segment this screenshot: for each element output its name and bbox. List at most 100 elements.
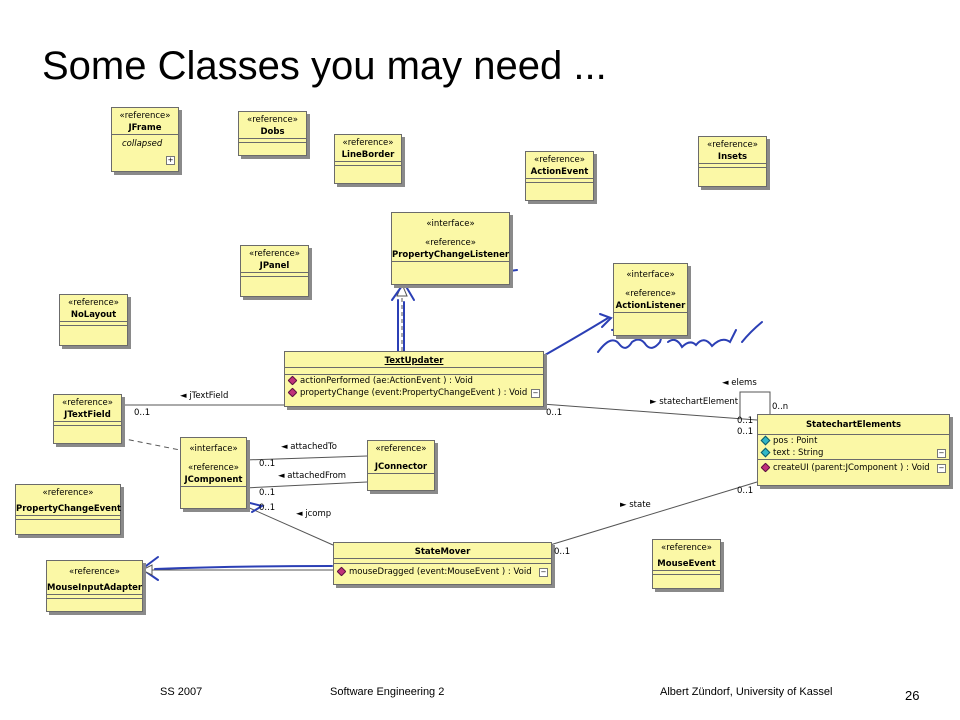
class-name: StatechartElements	[805, 420, 902, 430]
method-icon	[760, 462, 771, 473]
class-op-compartment	[16, 519, 120, 523]
class-name: JConnector	[374, 462, 428, 472]
expand-icon[interactable]: +	[166, 156, 175, 165]
class-attr-compartment	[335, 161, 401, 165]
stereotype: «reference»	[68, 298, 119, 308]
operation-text: mouseDragged (event:MouseEvent ) : Void	[349, 567, 532, 577]
class-jtextfield[interactable]: «reference» JTextField	[53, 394, 122, 444]
class-name: NoLayout	[70, 310, 117, 320]
class-name: LineBorder	[341, 150, 395, 160]
class-op-compartment	[699, 167, 766, 171]
stereotype: «reference»	[661, 543, 712, 553]
class-attr-compartment	[60, 321, 127, 325]
class-attr-compartment	[392, 261, 509, 265]
collapse-icon[interactable]: −	[539, 568, 548, 577]
class-op-compartment	[54, 425, 121, 429]
operation-row: mouseDragged (event:MouseEvent ) : Void	[334, 566, 551, 578]
class-name: JTextField	[64, 410, 111, 420]
class-jcomponent[interactable]: «interface» «reference» JComponent	[180, 437, 247, 509]
class-propertychangelistener[interactable]: «interface» «reference» PropertyChangeLi…	[391, 212, 510, 285]
class-op-compartment	[60, 325, 127, 329]
stereotype-reference: «reference»	[188, 463, 239, 473]
class-attr-compartment: pos : Point text : String −	[758, 434, 949, 459]
class-statemover[interactable]: StateMover mouseDragged (event:MouseEven…	[333, 542, 552, 585]
multiplicity: 0..1	[737, 416, 754, 426]
operation-row: propertyChange (event:PropertyChangeEven…	[285, 387, 543, 399]
assoc-state	[549, 481, 758, 546]
class-textupdater[interactable]: TextUpdater actionPerformed (ae:ActionEv…	[284, 351, 544, 407]
role-label-statechartelement: ► statechartElement	[650, 397, 739, 407]
class-op-compartment	[653, 574, 720, 578]
ink-handwriting-action-event	[597, 321, 763, 353]
class-actionevent[interactable]: «reference» ActionEvent	[525, 151, 594, 201]
role-label-attachedfrom: ◄ attachedFrom	[278, 471, 347, 481]
stereotype-interface: «interface»	[189, 444, 238, 454]
class-attr-compartment	[54, 421, 121, 425]
multiplicity: 0..1	[546, 408, 563, 418]
class-insets[interactable]: «reference» Insets	[698, 136, 767, 187]
class-op-compartment	[335, 165, 401, 169]
class-nolayout[interactable]: «reference» NoLayout	[59, 294, 128, 346]
footer-author: Albert Zündorf, University of Kassel	[660, 686, 833, 698]
class-mouseinputadapter[interactable]: «reference» MouseInputAdapter	[46, 560, 143, 612]
class-name: PropertyChangeListener	[392, 250, 510, 260]
class-lineborder[interactable]: «reference» LineBorder	[334, 134, 402, 184]
class-jframe[interactable]: «reference» JFrame collapsed +	[111, 107, 179, 172]
class-attr-compartment	[653, 570, 720, 574]
ink-arrow-actionlistener	[544, 317, 609, 356]
class-attr-compartment	[368, 473, 434, 477]
stereotype-reference: «reference»	[625, 289, 676, 299]
operation-row: createUI (parent:JComponent ) : Void	[758, 462, 949, 474]
class-name: Insets	[717, 152, 748, 162]
class-attr-compartment	[614, 312, 687, 316]
attribute-icon	[760, 435, 771, 446]
collapse-icon[interactable]: −	[531, 389, 540, 398]
class-op-compartment: createUI (parent:JComponent ) : Void −	[758, 459, 949, 474]
class-jpanel[interactable]: «reference» JPanel	[240, 245, 309, 297]
stereotype: «reference»	[119, 111, 171, 121]
assoc-statechartelement	[541, 403, 758, 421]
class-name: TextUpdater	[384, 356, 444, 366]
multiplicity: 0..1	[554, 547, 571, 557]
class-name: ActionEvent	[530, 167, 589, 177]
class-mouseevent[interactable]: «reference» MouseEvent	[652, 539, 721, 589]
class-name: JComponent	[184, 475, 243, 485]
stereotype: «reference»	[42, 488, 94, 498]
stereotype: «reference»	[69, 567, 120, 577]
multiplicity: 0..1	[259, 459, 276, 469]
generalization-arrowhead	[140, 564, 153, 576]
multiplicity: 0..1	[259, 503, 276, 513]
class-op-compartment: actionPerformed (ae:ActionEvent ) : Void…	[285, 374, 543, 399]
role-label-jtextfield: ◄ jTextField	[180, 391, 229, 401]
class-name: ActionListener	[615, 301, 686, 311]
operation-row: actionPerformed (ae:ActionEvent ) : Void	[285, 375, 543, 387]
class-op-compartment	[526, 182, 593, 186]
stereotype: «reference»	[534, 155, 585, 165]
class-attr-compartment	[16, 515, 120, 519]
attribute-text: pos : Point	[773, 436, 818, 446]
stereotype: «reference»	[249, 249, 300, 259]
stereotype-interface: «interface»	[626, 270, 675, 280]
footer-semester: SS 2007	[160, 686, 203, 698]
role-label-state: ► state	[620, 500, 651, 510]
assoc-elems-loop	[739, 391, 771, 418]
method-icon	[336, 566, 347, 577]
slide-title: Some Classes you may need ...	[42, 44, 607, 88]
class-jconnector[interactable]: «reference» JConnector	[367, 440, 435, 491]
class-name: StateMover	[414, 547, 471, 557]
stereotype-interface: «interface»	[426, 219, 475, 229]
class-statechartelements[interactable]: StatechartElements pos : Point text : St…	[757, 414, 950, 486]
class-op-compartment	[239, 142, 306, 146]
class-attr-compartment	[526, 178, 593, 182]
class-dobs[interactable]: «reference» Dobs	[238, 111, 307, 156]
class-actionlistener[interactable]: «interface» «reference» ActionListener	[613, 263, 688, 336]
class-propertychangeevent[interactable]: «reference» PropertyChangeEvent	[15, 484, 121, 535]
class-name: MouseInputAdapter	[47, 583, 143, 593]
assoc-attachedfrom	[244, 481, 368, 489]
method-icon	[287, 387, 298, 398]
operation-text: propertyChange (event:PropertyChangeEven…	[300, 388, 528, 398]
attribute-text: text : String	[773, 448, 824, 458]
collapse-icon[interactable]: −	[937, 464, 946, 473]
collapse-icon[interactable]: −	[937, 449, 946, 458]
